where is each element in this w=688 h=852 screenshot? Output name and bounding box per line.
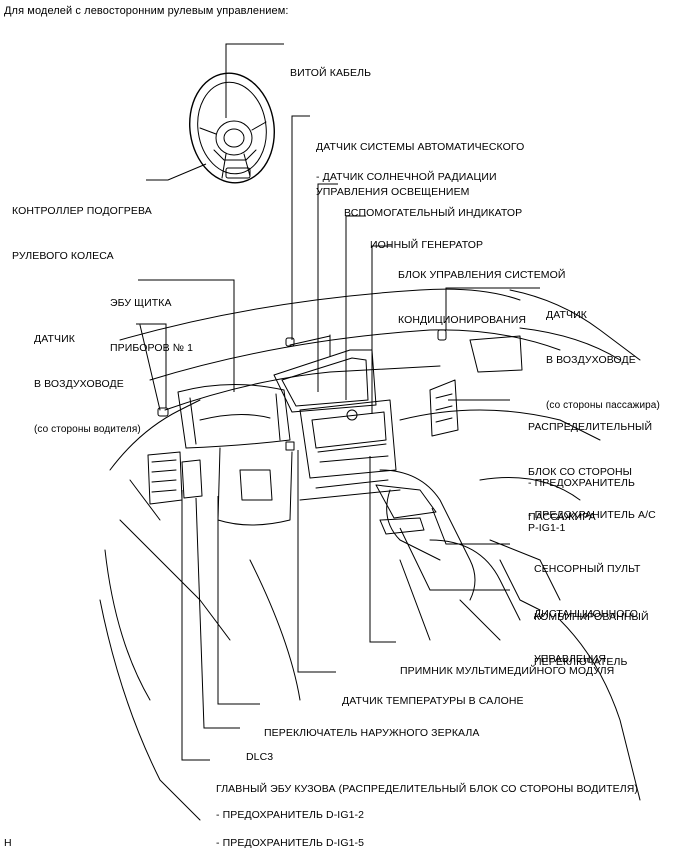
label-line: УПРАВЛЕНИЯ ОСВЕЩЕНИЕМ	[316, 186, 470, 198]
label-ac-control: БЛОК УПРАВЛЕНИЯ СИСТЕМОЙ КОНДИЦИОНИРОВАН…	[398, 238, 566, 358]
label-line: БЛОК УПРАВЛЕНИЯ СИСТЕМОЙ	[398, 269, 566, 281]
label-line: ИОННЫЙ ГЕНЕРАТОР	[370, 239, 484, 251]
label-line: ДАТЧИК	[34, 333, 75, 345]
label-line: DLC3	[246, 751, 274, 763]
label-line: КОМБИНИРОВАННЫЙ	[534, 611, 649, 623]
label-line: (со стороны пассажира)	[546, 400, 660, 411]
label-room-temp: ДАТЧИК ТЕМПЕРАТУРЫ В САЛОНЕ	[342, 664, 524, 739]
label-line: БЛОК СО СТОРОНЫ	[528, 466, 633, 478]
label-solar-sensor: - ДАТЧИК СОЛНЕЧНОЙ РАДИАЦИИ	[316, 140, 497, 215]
label-line: - ПРЕДОХРАНИТЕЛЬ D-IG1-2	[216, 809, 365, 821]
label-line: ПРИБОРОВ № 1	[110, 342, 194, 354]
label-line: ПАССАЖИРА	[528, 511, 596, 523]
label-line: - ПРЕДОХРАНИТЕЛЬ	[528, 477, 636, 489]
label-mirror-switch: ПЕРЕКЛЮЧАТЕЛЬ НАРУЖНОГО ЗЕРКАЛА	[264, 696, 479, 771]
label-line: УПРАВЛЕНИЯ	[534, 653, 607, 665]
label-line: В ВОЗДУХОВОДЕ	[546, 354, 636, 366]
label-line: P-IG1-1	[528, 522, 566, 534]
label-dlc3: DLC3	[246, 720, 273, 795]
label-line: ПЕРЕКЛЮЧАТЕЛЬ НАРУЖНОГО ЗЕРКАЛА	[264, 727, 480, 739]
label-line: - ПРЕДОХРАНИТЕЛЬ A/C	[528, 509, 656, 521]
figure-code: H	[4, 837, 12, 849]
label-duct-sensor-driver: ДАТЧИК В ВОЗДУХОВОДЕ (со стороны водител…	[34, 302, 141, 467]
label-line: - ПРЕДОХРАНИТЕЛЬ D-IG1-5	[216, 837, 365, 849]
label-line: ПРИМНИК МУЛЬТИМЕДИЙНОГО МОДУЛЯ	[400, 665, 615, 677]
label-fuse-ac: - ПРЕДОХРАНИТЕЛЬ A/C	[528, 478, 656, 553]
label-line: КОНТРОЛЛЕР ПОДОГРЕВА	[12, 205, 152, 217]
label-line: (со стороны водителя)	[34, 424, 141, 435]
label-line: ДАТЧИК СИСТЕМЫ АВТОМАТИЧЕСКОГО	[316, 141, 525, 153]
label-spiral-cable: ВИТОЙ КАБЕЛЬ	[290, 36, 371, 111]
header-text: Для моделей с левосторонним рулевым упра…	[4, 5, 289, 17]
label-passenger-jb: РАСПРЕДЕЛИТЕЛЬНЫЙ БЛОК СО СТОРОНЫ ПАССАЖ…	[528, 390, 652, 555]
dashboard-drawing	[99, 288, 641, 821]
label-duct-sensor-passenger: ДАТЧИК В ВОЗДУХОВОДЕ (со стороны пассажи…	[546, 278, 660, 443]
label-line: ВИТОЙ КАБЕЛЬ	[290, 67, 372, 79]
label-line: КОНДИЦИОНИРОВАНИЯ	[398, 314, 527, 326]
label-combo-switch: КОМБИНИРОВАННЫЙ ПЕРЕКЛЮЧАТЕЛЬ	[534, 580, 649, 700]
label-line: ДАТЧИК	[546, 309, 587, 321]
label-line: ДИСТАНЦИОННОГО	[534, 608, 639, 620]
label-line: РУЛЕВОГО КОЛЕСА	[12, 250, 114, 262]
label-fuse-dig1-2: - ПРЕДОХРАНИТЕЛЬ D-IG1-2	[216, 778, 364, 852]
label-line: - ДАТЧИК СОЛНЕЧНОЙ РАДИАЦИИ	[316, 171, 497, 183]
steering-wheel-drawing	[189, 72, 275, 184]
label-fuse-pig1: - ПРЕДОХРАНИТЕЛЬ P-IG1-1	[528, 446, 635, 566]
label-main-body-ecu: ГЛАВНЫЙ ЭБУ КУЗОВА (РАСПРЕДЕЛИТЕЛЬНЫЙ БЛ…	[216, 752, 638, 827]
leader-lines	[136, 43, 540, 761]
label-aux-indicator: ВСПОМОГАТЕЛЬНЫЙ ИНДИКАТОР	[344, 176, 522, 251]
label-multimedia: ПРИМНИК МУЛЬТИМЕДИЙНОГО МОДУЛЯ	[400, 634, 614, 709]
label-line: ВСПОМОГАТЕЛЬНЫЙ ИНДИКАТОР	[344, 207, 523, 219]
label-steering-heater: КОНТРОЛЛЕР ПОДОГРЕВА РУЛЕВОГО КОЛЕСА	[12, 174, 152, 294]
label-line: В ВОЗДУХОВОДЕ	[34, 378, 124, 390]
label-line: РАСПРЕДЕЛИТЕЛЬНЫЙ	[528, 421, 653, 433]
label-meter-ecu: ЭБУ ЩИТКА ПРИБОРОВ № 1	[110, 266, 193, 386]
label-touch-pad: СЕНСОРНЫЙ ПУЛЬТ ДИСТАНЦИОННОГО УПРАВЛЕНИ…	[534, 532, 641, 697]
label-line: ГЛАВНЫЙ ЭБУ КУЗОВА (РАСПРЕДЕЛИТЕЛЬНЫЙ БЛ…	[216, 783, 638, 795]
label-fuse-dig1-5: - ПРЕДОХРАНИТЕЛЬ D-IG1-5	[216, 806, 364, 852]
label-ion-generator: ИОННЫЙ ГЕНЕРАТОР	[370, 208, 483, 283]
label-line: ПЕРЕКЛЮЧАТЕЛЬ	[534, 656, 628, 668]
label-line: ДАТЧИК ТЕМПЕРАТУРЫ В САЛОНЕ	[342, 695, 524, 707]
label-line: СЕНСОРНЫЙ ПУЛЬТ	[534, 563, 641, 575]
label-line: ЭБУ ЩИТКА	[110, 297, 172, 309]
label-auto-light-sensor: ДАТЧИК СИСТЕМЫ АВТОМАТИЧЕСКОГО УПРАВЛЕНИ…	[316, 110, 524, 230]
